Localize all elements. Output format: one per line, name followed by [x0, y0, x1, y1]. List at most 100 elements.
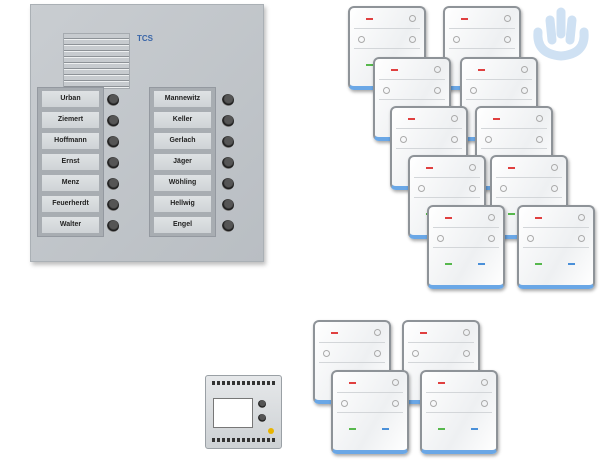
status-led-red	[535, 217, 542, 219]
status-led-red	[438, 382, 445, 384]
divider	[337, 412, 403, 413]
divider	[449, 28, 515, 29]
divider	[426, 392, 492, 393]
bell-button[interactable]	[107, 94, 119, 106]
status-led-green	[445, 263, 452, 265]
circle-icon	[551, 164, 558, 171]
circle-icon	[481, 379, 488, 386]
door-key-led	[568, 263, 575, 265]
bell-icon	[504, 36, 511, 43]
circle-icon	[504, 15, 511, 22]
bell-icon	[488, 235, 495, 242]
name-label: Ernst	[42, 154, 99, 170]
bell-icon	[463, 350, 470, 357]
status-led-red	[420, 332, 427, 334]
status-led-red	[508, 167, 515, 169]
divider	[449, 48, 515, 49]
device-label	[213, 398, 253, 428]
status-led-red	[408, 118, 415, 120]
circle-icon	[392, 379, 399, 386]
name-label: Hellwig	[154, 196, 211, 212]
status-led-red	[493, 118, 500, 120]
status-led-red	[349, 382, 356, 384]
speaker-icon	[418, 185, 425, 192]
divider	[379, 79, 445, 80]
status-led-red	[426, 167, 433, 169]
name-label: Wöhling	[154, 175, 211, 191]
status-led-green	[366, 64, 373, 66]
bell-button[interactable]	[107, 136, 119, 148]
bell-icon	[481, 400, 488, 407]
name-label: Ziemert	[42, 112, 99, 128]
door-key-led	[478, 263, 485, 265]
bell-icon	[521, 87, 528, 94]
bell-button[interactable]	[107, 178, 119, 190]
circle-icon	[409, 15, 416, 22]
speaker-icon	[437, 235, 444, 242]
status-led-red	[461, 18, 468, 20]
indoor-handset	[420, 370, 498, 454]
circle-icon	[469, 164, 476, 171]
indoor-handset	[517, 205, 595, 289]
bell-button[interactable]	[222, 115, 234, 127]
circle-icon	[578, 214, 585, 221]
divider	[466, 99, 532, 100]
circle-icon	[374, 329, 381, 336]
divider	[396, 148, 462, 149]
status-led-red	[478, 69, 485, 71]
speaker-icon	[400, 136, 407, 143]
watermark-logo	[533, 7, 589, 61]
name-label: Hoffmann	[42, 133, 99, 149]
circle-icon	[463, 329, 470, 336]
divider	[433, 227, 499, 228]
divider	[466, 79, 532, 80]
bell-button[interactable]	[107, 199, 119, 211]
name-label: Gerlach	[154, 133, 211, 149]
bell-button[interactable]	[222, 157, 234, 169]
name-label: Urban	[42, 91, 99, 107]
bell-button[interactable]	[107, 115, 119, 127]
power-supply-unit	[205, 375, 282, 449]
status-led-green	[535, 263, 542, 265]
speaker-icon	[430, 400, 437, 407]
divider	[337, 392, 403, 393]
bell-button[interactable]	[222, 199, 234, 211]
name-label: Keller	[154, 112, 211, 128]
speaker-icon	[485, 136, 492, 143]
divider	[396, 128, 462, 129]
bell-icon	[469, 185, 476, 192]
speaker-icon	[470, 87, 477, 94]
speaker-icon	[323, 350, 330, 357]
divider	[496, 197, 562, 198]
divider	[481, 148, 547, 149]
speaker-icon	[341, 400, 348, 407]
bell-icon	[392, 400, 399, 407]
bell-icon	[374, 350, 381, 357]
divider	[408, 342, 474, 343]
bell-icon	[434, 87, 441, 94]
terminal-row-bottom	[212, 438, 275, 442]
bell-button[interactable]	[107, 220, 119, 232]
bell-button[interactable]	[222, 94, 234, 106]
bell-button[interactable]	[107, 157, 119, 169]
adjust-knob	[258, 414, 266, 422]
name-label: Walter	[42, 217, 99, 233]
divider	[319, 342, 385, 343]
bell-icon	[451, 136, 458, 143]
bell-button[interactable]	[222, 136, 234, 148]
name-label: Mannewitz	[154, 91, 211, 107]
bell-icon	[578, 235, 585, 242]
divider	[523, 247, 589, 248]
status-led-green	[349, 428, 356, 430]
divider	[414, 177, 480, 178]
name-label: Menz	[42, 175, 99, 191]
adjust-knob	[258, 400, 266, 408]
divider	[426, 412, 492, 413]
circle-icon	[434, 66, 441, 73]
bell-button[interactable]	[222, 178, 234, 190]
speaker-grille	[63, 33, 130, 89]
bell-button[interactable]	[222, 220, 234, 232]
